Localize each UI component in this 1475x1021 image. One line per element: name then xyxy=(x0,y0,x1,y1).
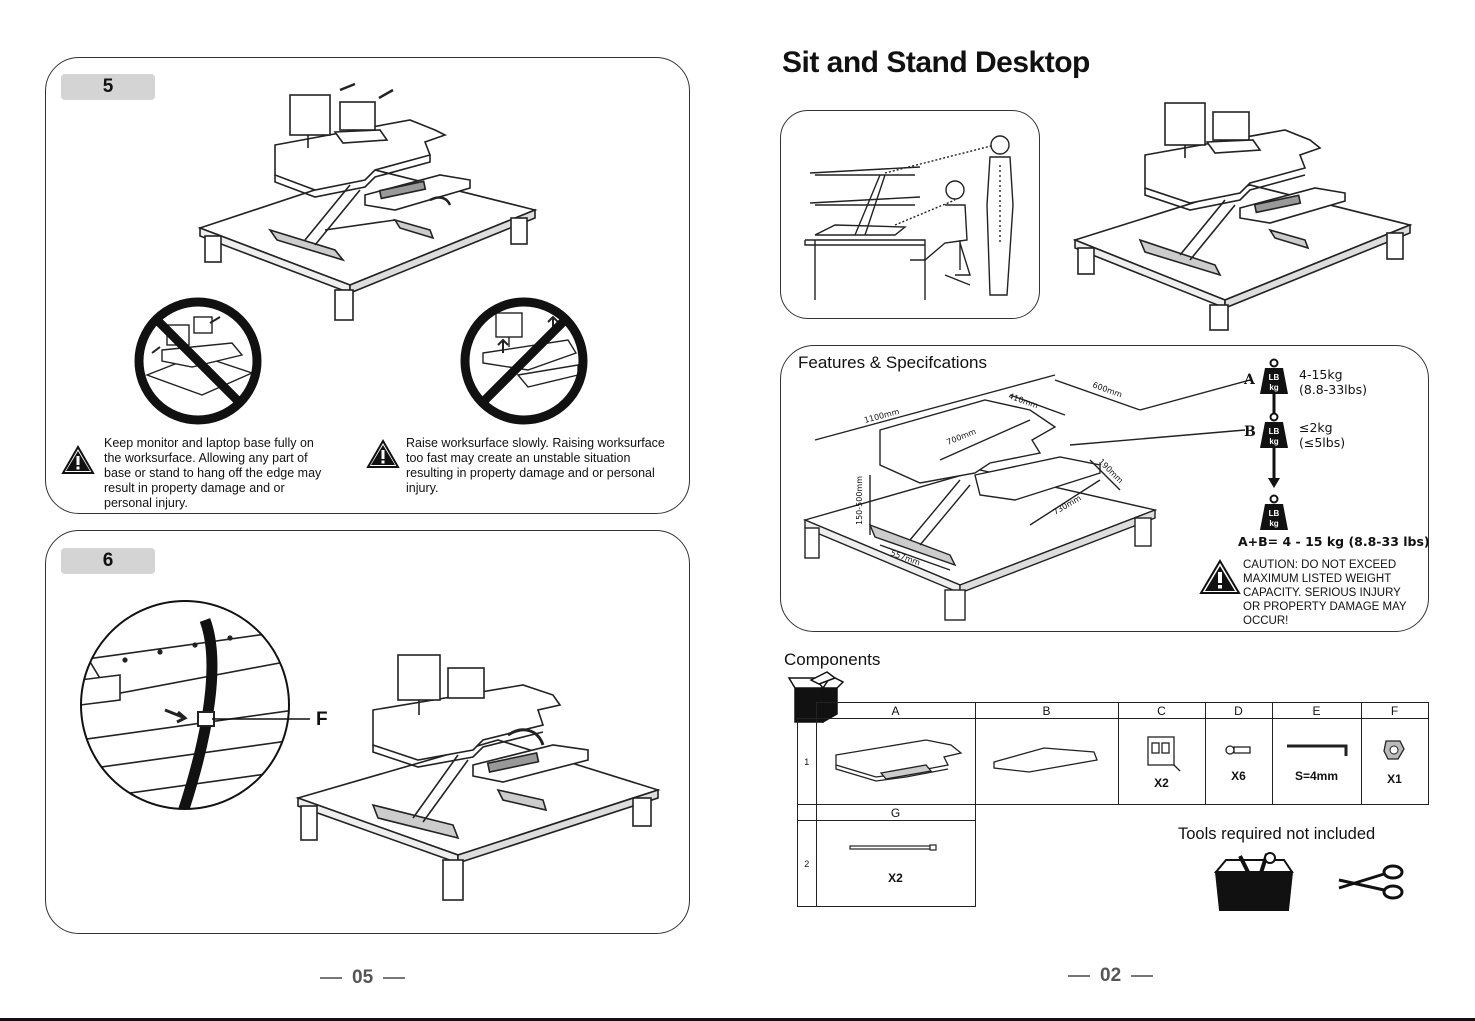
column-header: A xyxy=(815,702,976,719)
component-c-cell: X2 xyxy=(1117,718,1206,805)
components-heading: Components xyxy=(784,650,881,669)
keyboard-tray-part-icon xyxy=(993,747,1098,773)
tools-note: Tools required not included xyxy=(1178,825,1376,843)
warning-text-raise-slowly: Raise worksurface slowly. Raising worksu… xyxy=(406,436,665,495)
component-g-cell: X2 xyxy=(815,820,976,907)
caution-triangle-icon xyxy=(1199,559,1241,594)
bracket-part-icon xyxy=(1146,736,1180,772)
column-header: F xyxy=(1360,702,1429,719)
dim-label: 600mm xyxy=(1091,380,1123,399)
column-header: B xyxy=(974,702,1119,719)
step-6-desk-illustration xyxy=(295,654,661,901)
column-header-g: G xyxy=(815,804,976,821)
weight-icon-top: LB xyxy=(1269,427,1280,436)
cable-clip-detail xyxy=(80,600,310,810)
component-e-cell: S=4mm xyxy=(1271,718,1362,805)
component-a-cell xyxy=(815,718,976,805)
component-d-cell: X6 xyxy=(1204,718,1273,805)
prohibited-fast-raise-icon xyxy=(460,297,588,425)
weight-icon-bottom: kg xyxy=(1269,519,1278,528)
cable-clip-part-icon xyxy=(1382,740,1405,760)
component-f-cell: X1 xyxy=(1360,718,1429,805)
components-table: A B C D E F 1 xyxy=(797,702,1429,907)
desk-overview-illustration xyxy=(1072,102,1413,331)
step-6-panel xyxy=(45,530,690,934)
features-panel xyxy=(780,345,1429,632)
callout-label-f: F xyxy=(316,709,328,730)
allen-key-part-icon xyxy=(1286,744,1347,756)
load-a-label: A xyxy=(1244,372,1255,388)
dim-label: 150-500mm xyxy=(855,476,864,525)
component-b-cell xyxy=(974,718,1119,805)
weight-icon-top: LB xyxy=(1269,373,1280,382)
component-c-qty: X2 xyxy=(1154,776,1169,790)
weight-icon-bottom: kg xyxy=(1269,383,1278,392)
column-header: C xyxy=(1117,702,1206,719)
component-g-qty: X2 xyxy=(888,871,903,885)
toolbox-icon xyxy=(1213,852,1294,911)
load-b-spec: ≤2kg (≤5lbs) xyxy=(1299,420,1346,450)
page-number-right: 02 xyxy=(1068,965,1154,987)
component-f-qty: X1 xyxy=(1387,772,1402,786)
column-header: D xyxy=(1204,702,1273,719)
prohibited-overhang-icon xyxy=(134,297,262,425)
step-6-badge: 6 xyxy=(61,548,155,574)
screw-part-icon xyxy=(1224,745,1251,755)
caution-text: CAUTION: DO NOT EXCEED MAXIMUM LISTED WE… xyxy=(1243,559,1407,627)
step-5-desk-illustration xyxy=(197,82,538,321)
weight-icon-bottom: kg xyxy=(1269,437,1278,446)
warning-triangle-icon xyxy=(366,438,400,468)
worksurface-part-icon xyxy=(834,739,962,782)
warning-text-base-overhang: Keep monitor and laptop base fully on th… xyxy=(104,436,322,510)
row-label: 2 xyxy=(797,820,817,907)
component-d-qty: X6 xyxy=(1231,769,1246,783)
weight-chain-icon: LB kg LB kg LB kg xyxy=(1260,358,1288,530)
column-header: E xyxy=(1271,702,1362,719)
rod-part-icon xyxy=(848,844,937,851)
weight-icon-top: LB xyxy=(1269,509,1280,518)
features-heading: Features & Specifcations xyxy=(798,353,987,372)
posture-diagram xyxy=(804,135,1014,300)
page-title: Sit and Stand Desktop xyxy=(782,46,1090,79)
dimension-diagram: 1100mm 410mm 600mm 700mm 190mm 730mm 150… xyxy=(802,374,1251,621)
bottom-rule xyxy=(0,1018,1475,1021)
load-b-label: B xyxy=(1244,424,1256,440)
scissors-icon xyxy=(1338,864,1404,900)
warning-triangle-icon xyxy=(61,444,95,474)
total-load-spec: A+B= 4 - 15 kg (8.8-33 lbs) xyxy=(1238,534,1430,549)
component-e-qty: S=4mm xyxy=(1294,769,1339,783)
step-5-badge: 5 xyxy=(61,74,155,100)
row-label: 1 xyxy=(797,718,817,805)
load-a-spec: 4-15kg (8.8-33lbs) xyxy=(1299,367,1367,397)
page-number-left: 05 xyxy=(320,967,406,989)
